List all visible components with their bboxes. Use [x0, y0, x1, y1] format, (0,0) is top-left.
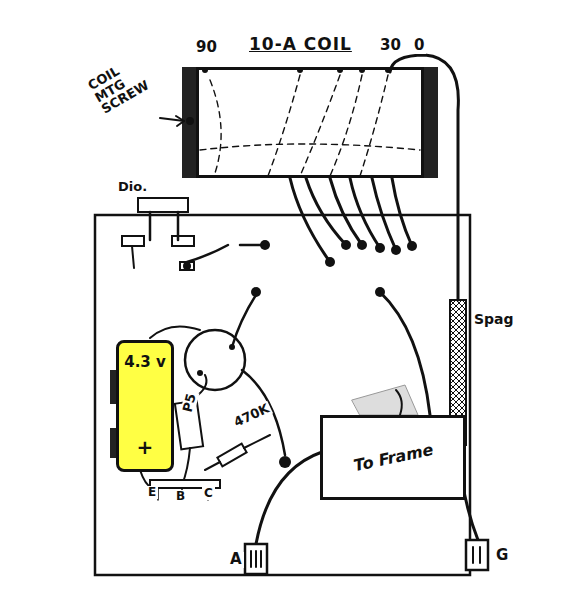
part-name: Spag — [472, 312, 516, 327]
frame-box: To Frame — [320, 415, 466, 500]
tap-number: 0 — [412, 38, 426, 54]
callout-text: COIL MTG SCREW — [84, 49, 162, 117]
plug-name: G — [494, 548, 510, 564]
battery-cell: 4.3 v + — [116, 340, 174, 472]
node-text: To Frame — [352, 440, 435, 475]
coil-body: 10-A COIL — [196, 67, 424, 178]
node-subtext: + — [137, 435, 154, 459]
node-text: 10-A COIL — [249, 34, 352, 54]
pin-name: C — [202, 487, 215, 500]
node-text: 4.3 v — [124, 353, 166, 371]
pin-name: B — [174, 490, 187, 503]
pin-name: E — [146, 486, 158, 499]
tap-number: 30 — [378, 38, 403, 54]
part-name: Dio. — [116, 180, 149, 194]
resistor-value: 470K — [230, 401, 273, 431]
tap-number: 90 — [194, 40, 219, 56]
plug-name: A — [228, 552, 244, 568]
